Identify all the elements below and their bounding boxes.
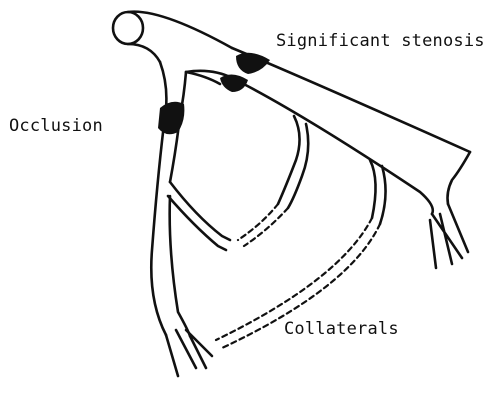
left-bottom-fork — [166, 330, 212, 376]
collaterals-label: Collaterals — [284, 319, 399, 339]
main-artery-upper-wall — [232, 48, 470, 152]
vessel-stub-lower — [128, 44, 160, 62]
collateral-upper-2 — [244, 208, 288, 246]
right-branch-a — [370, 160, 376, 218]
distal-fork — [432, 204, 468, 264]
mid-branch-1b — [288, 124, 308, 208]
mid-branch-outer — [186, 72, 220, 84]
stenosis-blob-1 — [236, 53, 270, 74]
stenosis-label: Significant stenosis — [276, 31, 485, 51]
stenosis-blob-2 — [220, 74, 248, 92]
left-vessel-outer — [151, 62, 166, 335]
right-branch-b — [380, 166, 386, 224]
distal-fork-inner — [430, 220, 436, 268]
main-artery-lower-end — [448, 152, 471, 204]
vessel-opening — [113, 12, 143, 44]
occlusion-blob — [158, 102, 184, 135]
left-side-branch — [168, 182, 230, 250]
occlusion-label: Occlusion — [9, 116, 103, 136]
